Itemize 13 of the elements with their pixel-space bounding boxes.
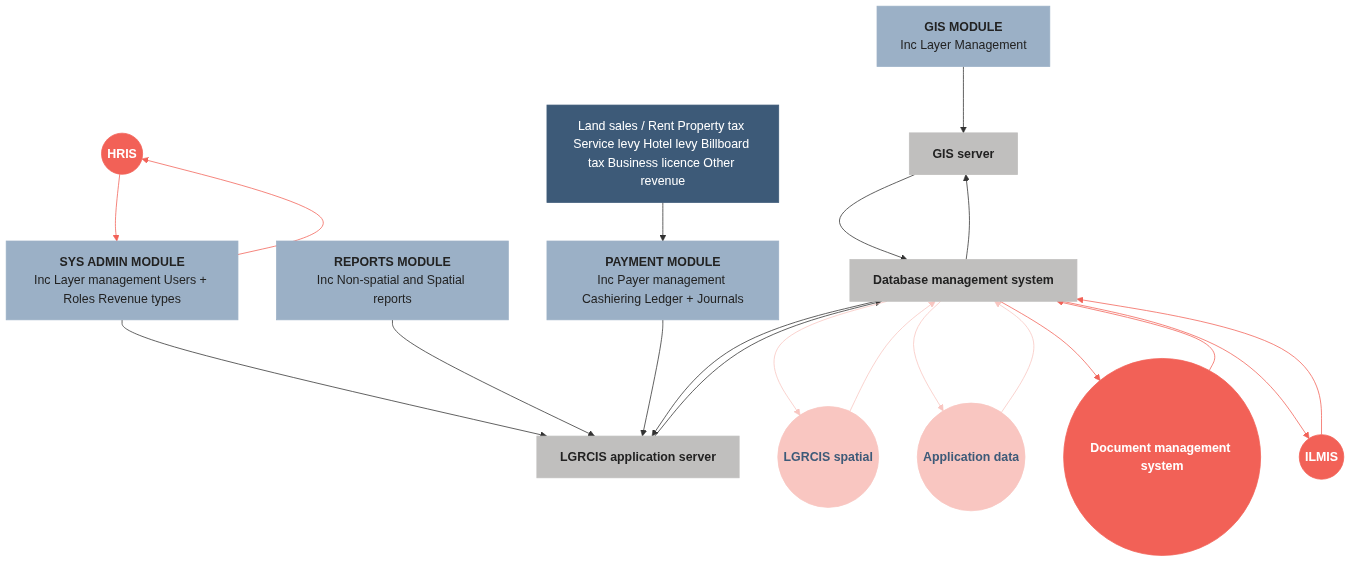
node-circle: ILMIS	[1298, 434, 1345, 480]
node-box: GIS server	[908, 132, 1018, 176]
node-box: SYS ADMIN MODULE Inc Layer management Users + Roles Revenue types	[5, 240, 239, 321]
node-circle: Application data	[916, 402, 1026, 512]
node-circle: HRIS	[101, 132, 143, 175]
node-box: LGRCIS application server	[536, 435, 740, 479]
node-circle: Document management system	[1063, 358, 1261, 556]
node-box: REPORTS MODULE Inc Non-spatial and Spatial reports	[276, 240, 509, 321]
node-box: PAYMENT MODULE Inc Payer management Cashiering Ledger + Journals	[546, 240, 780, 321]
node-circle: LGRCIS spatial	[777, 406, 880, 508]
node-box: Database management system	[849, 259, 1078, 302]
node-box: GIS MODULE Inc Layer Management	[876, 6, 1051, 67]
node-box: Land sales / Rent Property tax Service levy Hotel levy Billboard tax Business licence Other revenue	[546, 104, 780, 203]
